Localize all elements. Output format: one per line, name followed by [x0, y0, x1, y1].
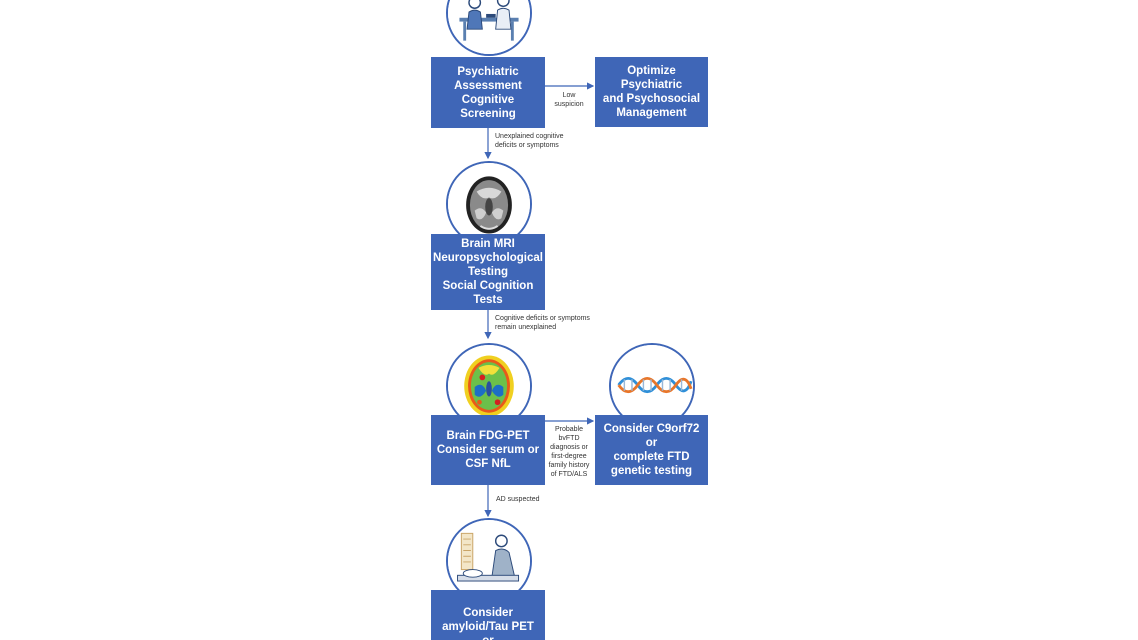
brain-fdg-pet-node: Brain FDG-PET Consider serum or CSF NfL — [431, 415, 545, 485]
genetic-testing-node: Consider C9orf72 or complete FTD genetic… — [595, 415, 708, 485]
amyloid-tau-pet-node: Consider amyloid/Tau PET or CSF biomarke… — [431, 590, 545, 640]
brain-mri-scan-icon — [446, 161, 532, 247]
optimize-management-node: Optimize Psychiatric and Psychosocial Ma… — [595, 57, 708, 127]
brain-pet-heatmap-icon — [446, 343, 532, 429]
unexplained-deficits-label: Unexplained cognitive deficits or sympto… — [495, 133, 564, 149]
dna-helix-icon — [609, 343, 695, 429]
probable-bvftd-label: Probable bvFTD diagnosis or first-degree… — [548, 426, 590, 478]
psychiatric-assessment-node: Psychiatric Assessment Cognitive Screeni… — [431, 57, 545, 128]
brain-mri-node: Brain MRI Neuropsychological Testing Soc… — [431, 234, 545, 310]
doctor-patient-consultation-icon — [446, 0, 532, 56]
remain-unexplained-label: Cognitive deficits or symptoms remain un… — [495, 315, 590, 331]
lumbar-puncture-procedure-icon — [446, 518, 532, 604]
low-suspicion-label: Low suspicion — [554, 92, 584, 108]
ad-suspected-label: AD suspected — [496, 496, 540, 503]
